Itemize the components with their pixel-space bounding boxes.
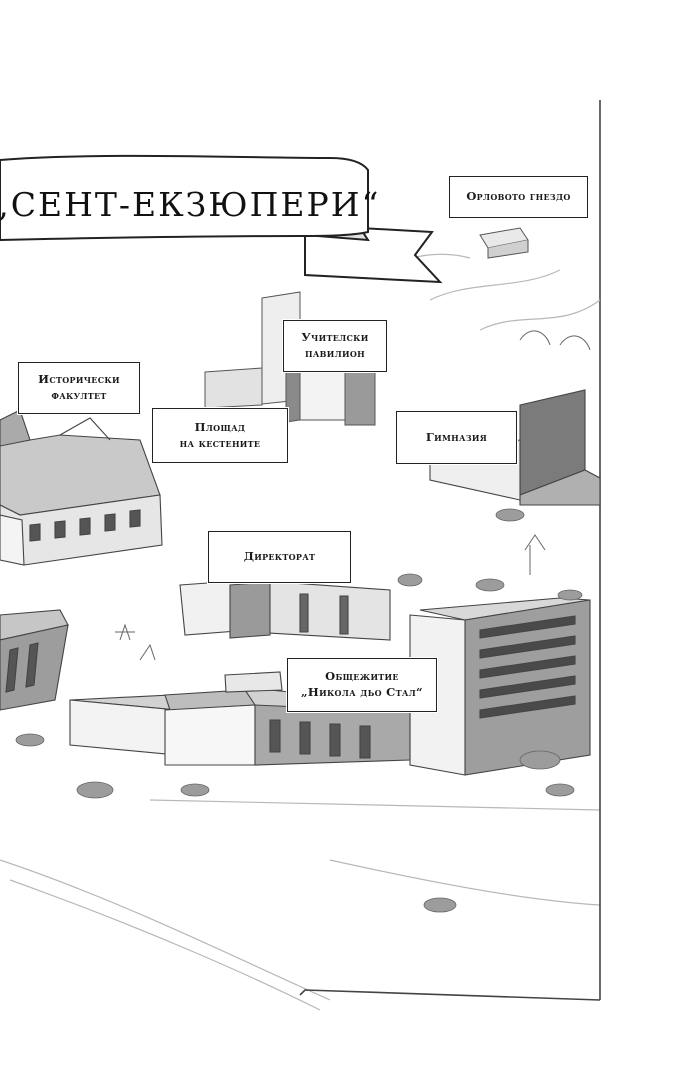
label-directorate[interactable]: Директорат bbox=[208, 531, 351, 583]
teachers-pavilion-building bbox=[204, 291, 376, 426]
directorate-building bbox=[179, 579, 391, 641]
trees bbox=[15, 508, 583, 913]
banner-title: „СЕНТ-ЕКЗЮПЕРИ“ bbox=[0, 184, 381, 224]
dormitory-building bbox=[409, 597, 591, 776]
left-lower-building bbox=[0, 609, 69, 711]
label-history-faculty[interactable]: Исторически факултет bbox=[18, 362, 140, 414]
label-eagles-nest[interactable]: Орловото гнездо bbox=[449, 176, 588, 218]
history-faculty-building bbox=[0, 409, 163, 566]
label-dormitory[interactable]: Общежитие „Никола дьо Стал“ bbox=[287, 658, 437, 712]
label-chestnut-square[interactable]: Площад на кестените bbox=[152, 408, 288, 463]
label-teachers-pavilion[interactable]: Учителски павилион bbox=[283, 320, 387, 372]
label-gymnasium[interactable]: Гимназия bbox=[396, 411, 517, 464]
sketch-plants bbox=[115, 330, 591, 661]
title-banner bbox=[0, 154, 443, 284]
eagles-nest-building bbox=[479, 227, 529, 259]
ground bbox=[0, 100, 601, 1011]
